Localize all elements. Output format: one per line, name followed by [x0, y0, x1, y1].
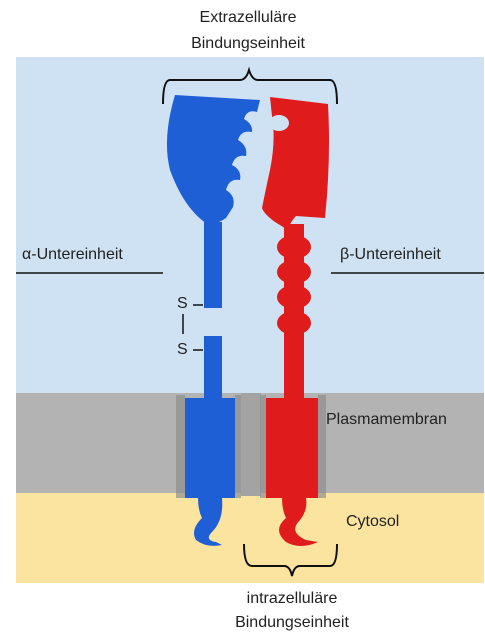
alpha-membrane-shadow: [235, 395, 241, 498]
extracellular-label-line1: Extrazelluläre: [150, 8, 346, 28]
alpha-transmembrane: [185, 398, 235, 498]
beta-transmembrane: [266, 398, 318, 498]
beta-bead: [277, 235, 311, 259]
beta-bead: [277, 311, 311, 335]
beta-bead: [277, 260, 311, 284]
intracellular-label-line2: Bindungseinheit: [192, 613, 392, 633]
alpha-membrane-shadow: [176, 395, 185, 498]
alpha-subunit-label: α-Untereinheit: [22, 245, 123, 265]
alpha-stalk-upper: [204, 222, 222, 308]
beta-membrane-shadow: [260, 395, 266, 498]
plasma-membrane-label: Plasmamembran: [326, 410, 447, 430]
cytosol-label: Cytosol: [346, 512, 399, 532]
sulfur-label-bottom: S: [177, 340, 188, 360]
beta-subunit-label: β-Untereinheit: [340, 245, 441, 265]
beta-bead: [277, 285, 311, 309]
alpha-stalk-lower: [204, 336, 222, 398]
cytosol-region: [16, 493, 484, 583]
sulfur-label-top: S: [177, 294, 188, 314]
intracellular-label-line1: intrazelluläre: [192, 589, 392, 609]
beta-membrane-shadow: [318, 395, 326, 498]
membrane-gap: [241, 393, 261, 496]
extracellular-label-line2: Bindungseinheit: [150, 34, 346, 54]
